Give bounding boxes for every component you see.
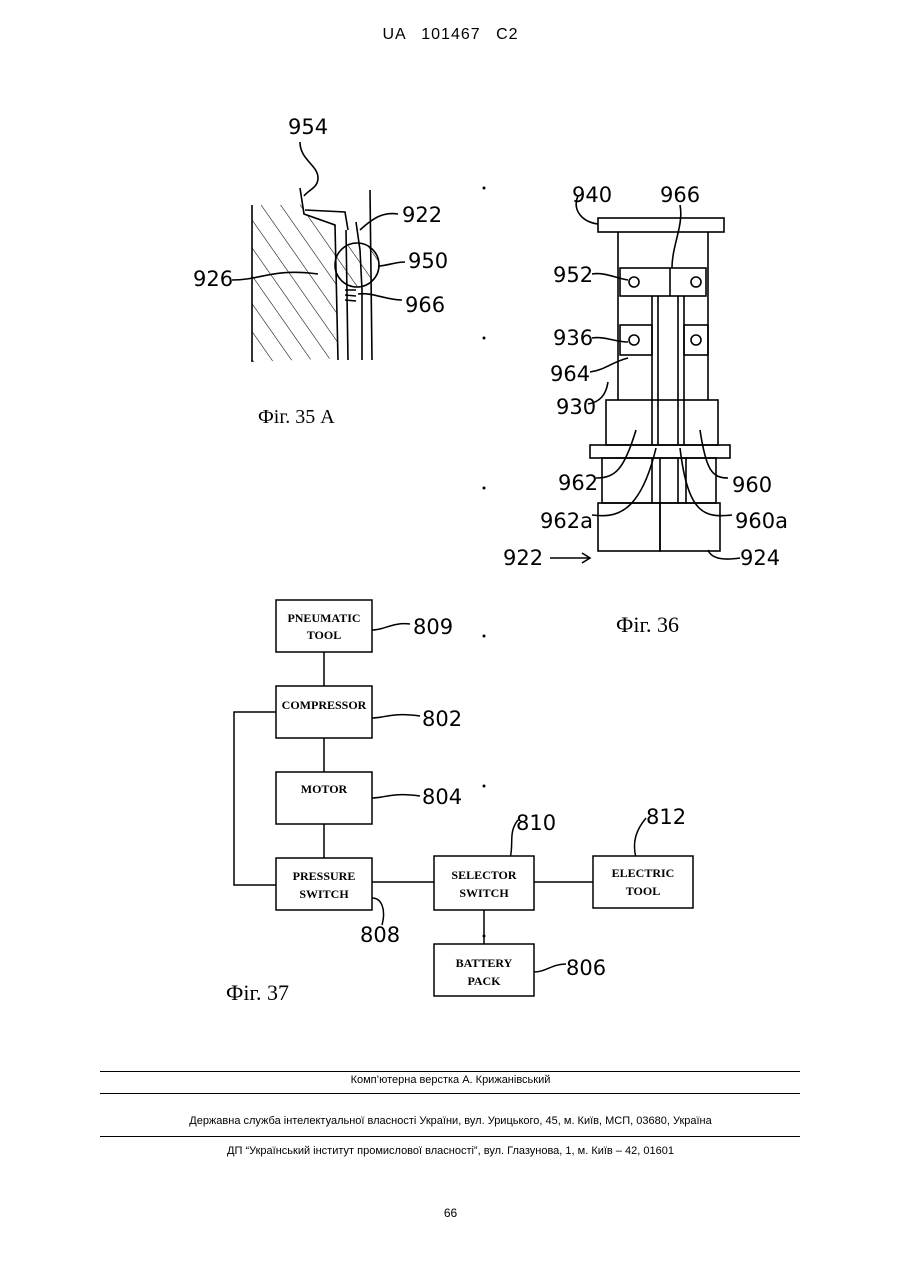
battery-pack-line1: BATTERY: [456, 956, 513, 970]
label-960: 960: [732, 473, 772, 497]
label-962a: 962a: [540, 509, 593, 533]
label-924: 924: [740, 546, 780, 570]
label-940: 940: [572, 183, 612, 207]
ball-952-left: [629, 277, 639, 287]
flange-plate: [590, 445, 730, 458]
leader-966: [358, 294, 402, 300]
label-806: 806: [566, 956, 606, 980]
electric-tool-line1: ELECTRIC: [612, 866, 675, 880]
footer-agency: Державна служба інтелектуальної власност…: [0, 1115, 901, 1127]
label-952: 952: [553, 263, 593, 287]
label-810: 810: [516, 811, 556, 835]
selector-switch-line2: SWITCH: [459, 886, 509, 900]
arrow-922: [550, 553, 590, 563]
leader-812: [634, 818, 646, 858]
box-pneumatic-tool: [276, 600, 372, 652]
top-plate-940: [598, 218, 724, 232]
band-936-right: [684, 325, 708, 355]
footer-institute: ДП “Український інститут промислової вла…: [0, 1145, 901, 1157]
label-960a: 960a: [735, 509, 788, 533]
leader-954: [300, 142, 318, 196]
footer-typesetting: Комп’ютерна верстка А. Крижанівський: [0, 1074, 901, 1086]
upper-housing: [618, 232, 708, 400]
box-compressor: [276, 686, 372, 738]
ball-950: [335, 243, 379, 287]
band-936: [620, 325, 652, 355]
leader-809: [372, 624, 410, 630]
fig37-title: Фіг. 37: [226, 980, 289, 1005]
footer-rule-mid: [100, 1093, 800, 1094]
leader-960: [700, 430, 728, 478]
box-pressure-switch: [276, 858, 372, 910]
figure-35a: [232, 142, 405, 362]
base-block-924: [660, 503, 720, 551]
label-802: 802: [422, 707, 462, 731]
label-922: 922: [503, 546, 543, 570]
box-motor: [276, 772, 372, 824]
leader-922: [360, 214, 398, 230]
label-966: 966: [405, 293, 445, 317]
footer-rule-top: [100, 1071, 800, 1072]
label-922: 922: [402, 203, 442, 227]
pressure-switch-line1: PRESSURE: [293, 869, 356, 883]
leader-802: [372, 715, 420, 718]
ball-936-right: [691, 335, 701, 345]
band-952: [620, 268, 706, 296]
ball-952-right: [691, 277, 701, 287]
label-804: 804: [422, 785, 462, 809]
page-number: 66: [0, 1206, 901, 1220]
label-936: 936: [553, 326, 593, 350]
footer-rule-bottom: [100, 1136, 800, 1137]
battery-pack-line2: PACK: [467, 974, 501, 988]
pneumatic-tool-line2: TOOL: [307, 628, 341, 642]
pressure-switch-line2: SWITCH: [299, 887, 349, 901]
leader-952: [592, 274, 628, 280]
rod-left: [652, 296, 658, 445]
compressor-line1: COMPRESSOR: [282, 698, 367, 712]
label-926: 926: [193, 267, 233, 291]
label-812: 812: [646, 805, 686, 829]
electric-tool-line2: TOOL: [626, 884, 660, 898]
rod-lower-left: [652, 458, 660, 503]
label-966: 966: [660, 183, 700, 207]
scan-dots: [483, 187, 486, 938]
label-954: 954: [288, 115, 328, 139]
ball-936-left: [629, 335, 639, 345]
rod-right: [678, 296, 684, 445]
leader-808: [372, 898, 384, 925]
leader-964: [590, 358, 628, 372]
leader-950: [378, 262, 405, 266]
leader-804: [372, 795, 420, 798]
label-809: 809: [413, 615, 453, 639]
label-808: 808: [360, 923, 400, 947]
leader-966: [672, 205, 681, 268]
label-950: 950: [408, 249, 448, 273]
fig35-title: Фіг. 35 А: [258, 406, 335, 428]
selector-switch-line1: SELECTOR: [451, 868, 516, 882]
fig36-title: Фіг. 36: [616, 612, 679, 637]
leader-936: [592, 338, 628, 342]
box-selector-switch: [434, 856, 534, 910]
leader-806: [534, 964, 566, 972]
pneumatic-tool-line1: PNEUMATIC: [287, 611, 360, 625]
wire-loop: [234, 712, 276, 885]
label-964: 964: [550, 362, 590, 386]
box-battery-pack: [434, 944, 534, 996]
motor-line1: MOTOR: [301, 782, 348, 796]
label-930: 930: [556, 395, 596, 419]
lower-block: [602, 458, 716, 503]
base-block-922: [598, 503, 660, 551]
box-electric-tool: [593, 856, 693, 908]
label-962: 962: [558, 471, 598, 495]
